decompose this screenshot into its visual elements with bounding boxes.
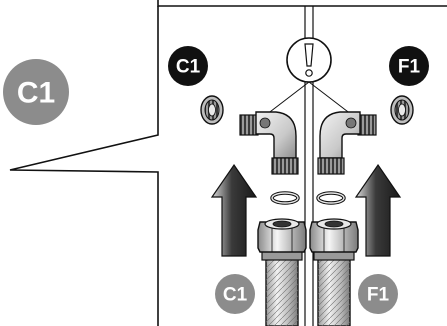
hose-right	[309, 218, 359, 326]
wall-socket-left	[200, 95, 224, 125]
elbow-fitting-left	[239, 111, 299, 175]
up-arrow-left-icon	[210, 163, 258, 257]
badge-f1-top-label: F1	[398, 57, 421, 78]
badge-c1-bottom: C1	[215, 274, 255, 314]
badge-c1-top-label: C1	[176, 57, 201, 78]
badge-c1-bottom-label: C1	[223, 285, 248, 306]
warning-symbol: !	[0, 0, 1, 1]
badge-f1-bottom-label: F1	[367, 285, 390, 306]
callout-frame	[9, 0, 447, 326]
badge-c1-top: C1	[168, 46, 208, 86]
up-arrow-right-icon	[354, 163, 402, 257]
wall-socket-right	[390, 95, 414, 125]
washer-right	[316, 191, 346, 205]
hose-left	[257, 218, 307, 326]
callout-badge-label: C1	[17, 77, 55, 110]
badge-f1-top: F1	[389, 46, 429, 86]
callout-badge-c1: C1	[3, 59, 69, 125]
badge-f1-bottom: F1	[358, 274, 398, 314]
elbow-fitting-right	[317, 111, 377, 175]
washer-left	[270, 191, 300, 205]
warning-exclamation-icon: !	[0, 0, 357, 119]
